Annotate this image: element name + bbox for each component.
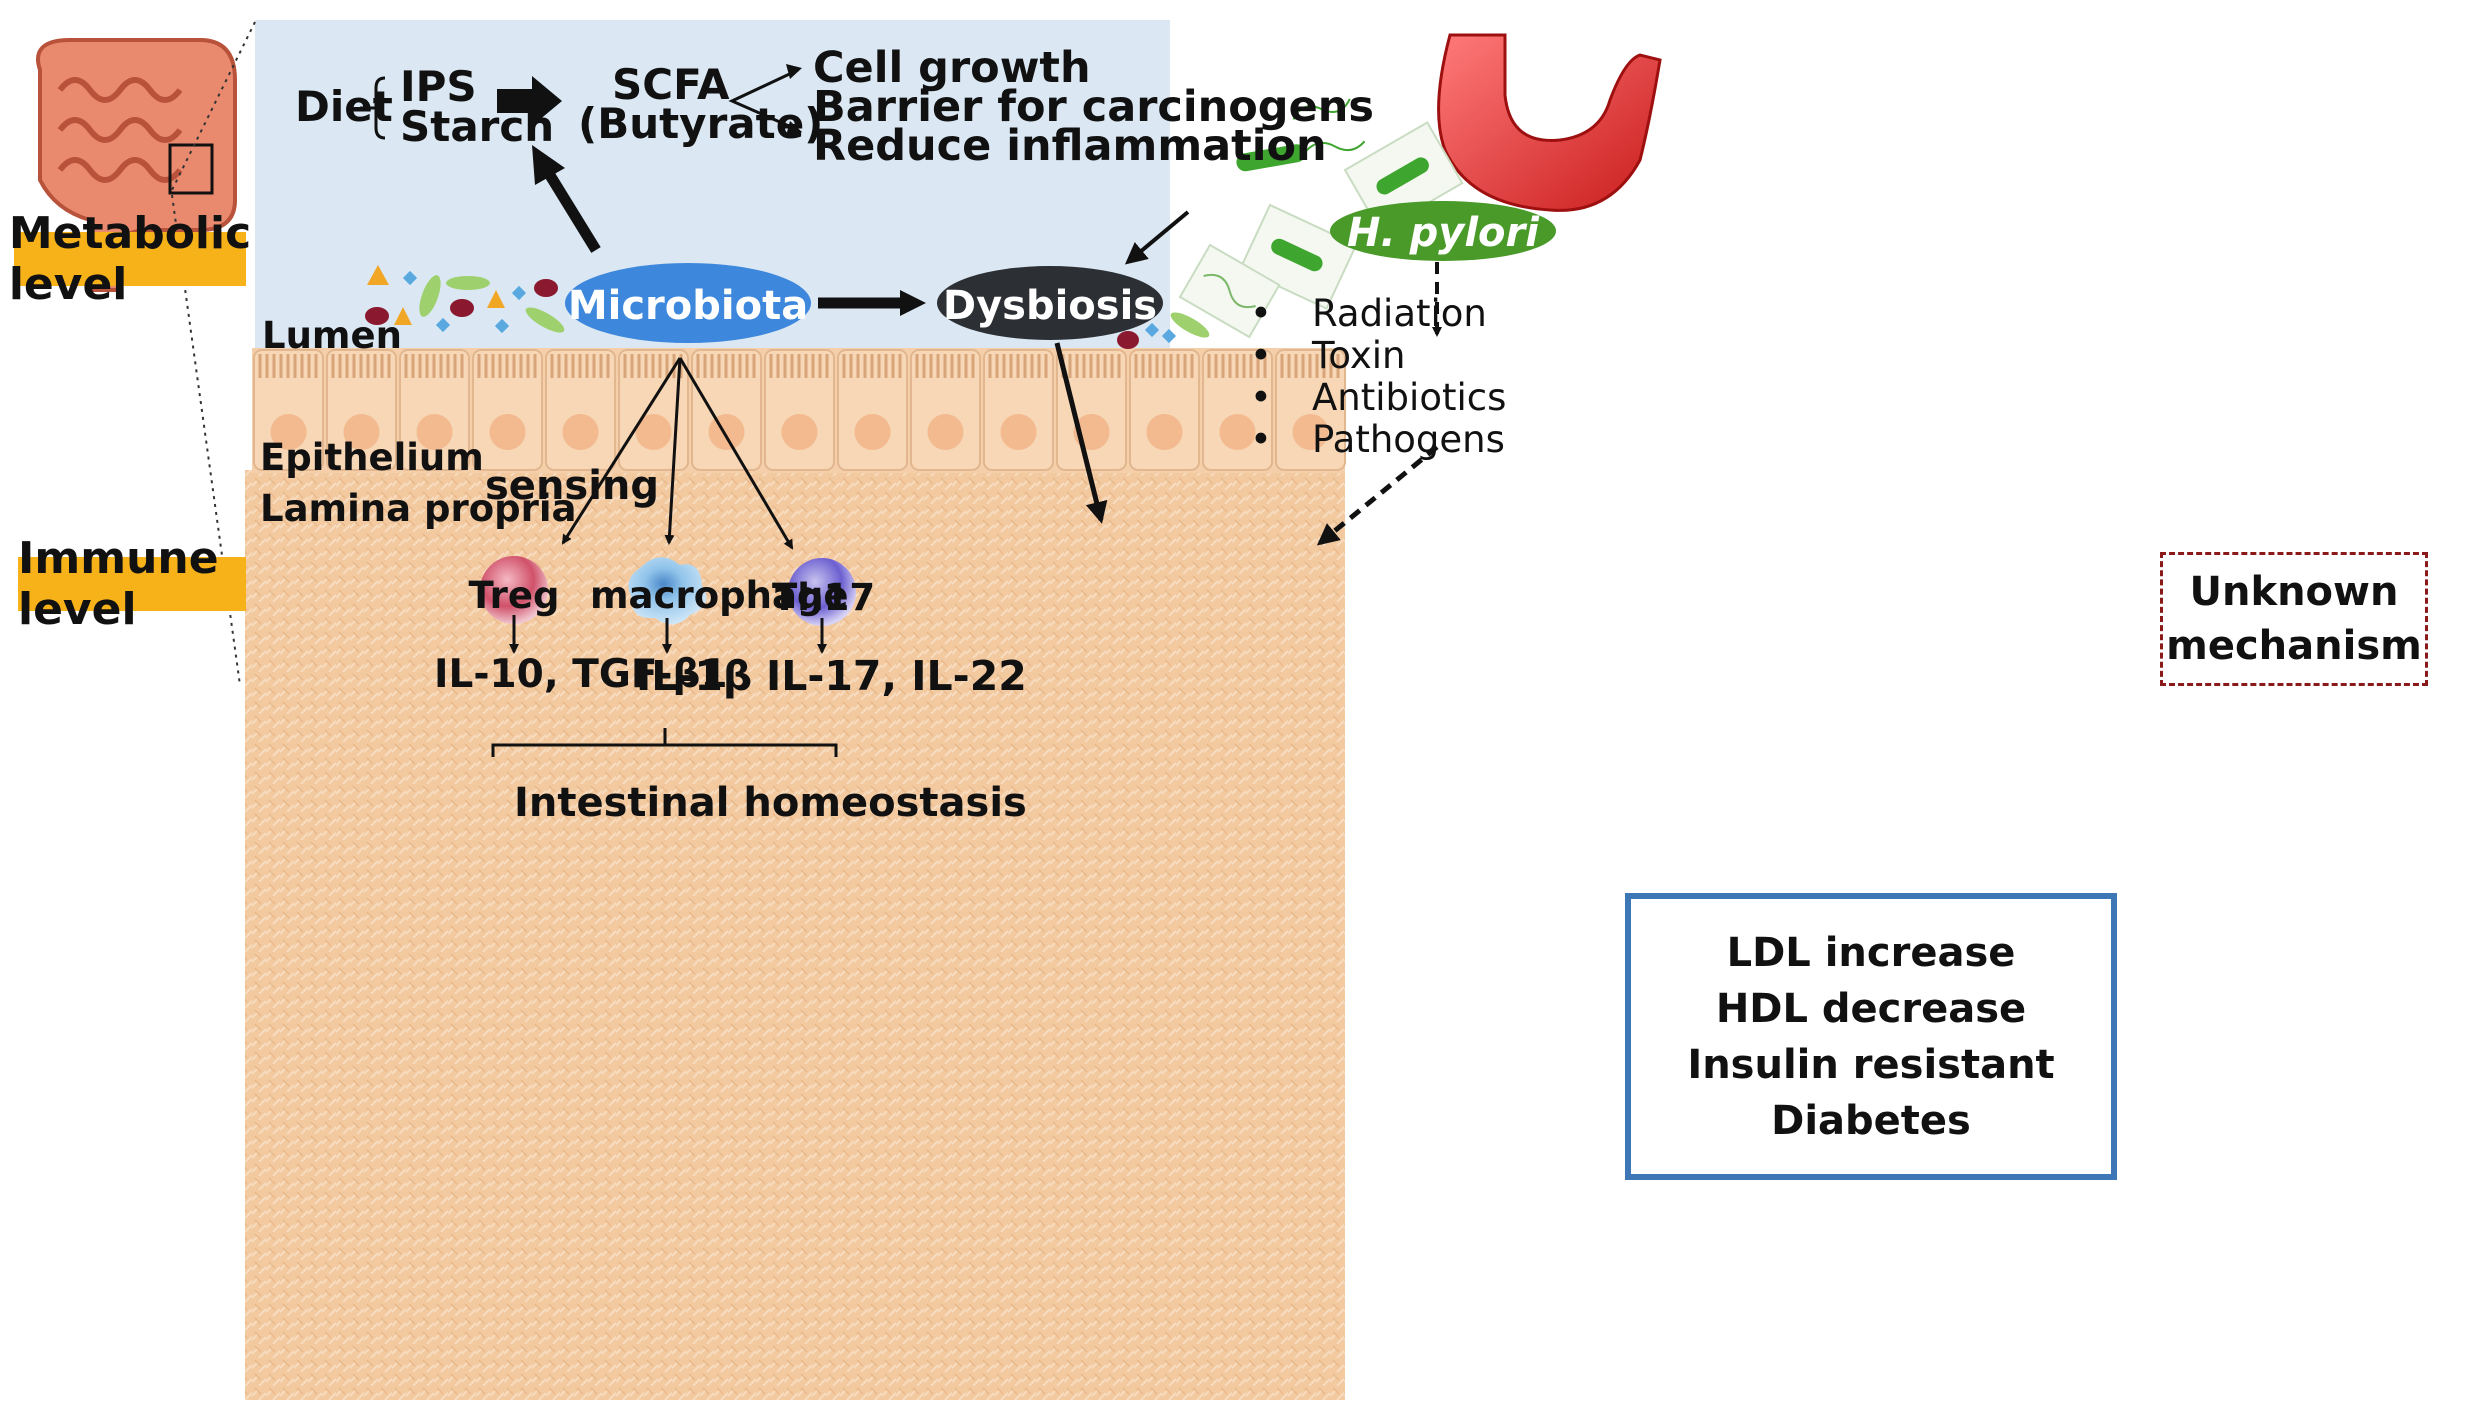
factor-pathogens: Pathogens <box>1250 419 1506 461</box>
immune-level-label: Immune level <box>18 533 246 635</box>
macrophage-output: IL-1β <box>636 652 753 700</box>
dysbiosis-factors-list: Radiation Toxin Antibiotics Pathogens <box>1250 293 1506 461</box>
microvilli <box>842 354 902 378</box>
outcome-insulin: Insulin resistant <box>1687 1041 2055 1088</box>
microbe-particles <box>365 265 1210 349</box>
factor-radiation: Radiation <box>1250 293 1506 335</box>
epithelial-cell <box>691 349 762 471</box>
microvilli <box>258 354 318 378</box>
epithelial-cell <box>399 349 470 471</box>
cell-nucleus <box>489 414 526 450</box>
unknown-mechanism-box: Unknown mechanism <box>2160 552 2428 686</box>
th17-output: IL-17, IL-22 <box>766 652 1027 700</box>
cell-nucleus <box>1000 414 1037 450</box>
dysbiosis-to-result-arrow <box>1054 342 1108 524</box>
epithelial-cell <box>545 349 616 471</box>
microvilli <box>550 354 610 378</box>
microvilli <box>696 354 756 378</box>
h-pylori-label: H. pylori <box>1347 210 1539 256</box>
factor-antibiotics: Antibiotics <box>1250 377 1506 419</box>
homeostasis-label: Intestinal homeostasis <box>514 780 1027 826</box>
epithelial-cell <box>1056 349 1127 471</box>
hpylori-to-dysbiosis-arrow <box>1124 210 1190 265</box>
unknown-line-1: Unknown <box>2189 569 2399 615</box>
cell-nucleus <box>562 414 599 450</box>
dysbiosis-node <box>937 266 1163 340</box>
cell-nucleus <box>1146 414 1183 450</box>
lamina-propria-panel <box>245 470 1345 1400</box>
scfa-effects-connector <box>728 68 799 132</box>
th17-cell <box>788 558 856 626</box>
microvilli <box>988 354 1048 378</box>
metabolic-level-label: Metabolic level <box>8 208 252 310</box>
microvilli <box>331 354 391 378</box>
epithelial-cell <box>764 349 835 471</box>
epithelial-cell <box>983 349 1054 471</box>
epithelial-cell <box>618 349 689 471</box>
butyrate-label: (Butyrate) <box>578 99 824 148</box>
microbiota-label: Microbiota <box>567 283 809 329</box>
epithelium-label: Epithelium <box>260 436 484 479</box>
microvilli <box>769 354 829 378</box>
cell-nucleus <box>635 414 672 450</box>
treg-label: Treg <box>468 574 560 617</box>
diet-label: Diet <box>295 82 393 131</box>
th17-label: Th17 <box>772 576 876 619</box>
microvilli <box>1134 354 1194 378</box>
microbiota-to-scfa-arrow <box>543 169 601 253</box>
sensing-label: sensing <box>485 463 660 509</box>
factor-toxin: Toxin <box>1250 335 1506 377</box>
sensing-arrow-macrophage <box>664 357 682 545</box>
effect-reduce-inflammation: Reduce inflammation <box>813 121 1327 171</box>
epithelial-cell <box>910 349 981 471</box>
microvilli <box>1061 354 1121 378</box>
macrophage-label: macrophage <box>590 574 849 617</box>
outcome-diabetes: Diabetes <box>1771 1097 1971 1144</box>
diet-item-ips: IPS <box>400 62 477 111</box>
treg-output: IL-10, TGF-β1 <box>434 652 728 697</box>
diet-bracket <box>360 76 386 140</box>
epithelial-cell <box>1129 349 1200 471</box>
sensing-arrow-treg <box>561 357 682 545</box>
diet-item-starch: Starch <box>400 102 555 151</box>
homeostasis-bracket <box>491 728 838 757</box>
h-pylori-node <box>1330 201 1556 261</box>
outcome-ldl: LDL increase <box>1726 929 2016 976</box>
metabolic-outcomes-box: LDL increase HDL decrease Insulin resist… <box>1625 893 2117 1180</box>
unknown-line-2: mechanism <box>2166 623 2422 669</box>
cell-nucleus <box>854 414 891 450</box>
epithelial-cell <box>253 349 324 471</box>
microvilli <box>404 354 464 378</box>
microbiota-node <box>565 263 811 343</box>
cell-nucleus <box>343 414 380 450</box>
epithelial-cell <box>326 349 397 471</box>
epithelial-cell <box>837 349 908 471</box>
effect-barrier: Barrier for carcinogens <box>813 82 1374 132</box>
unknown-to-result-arrow <box>1316 445 1439 546</box>
epithelial-cell <box>472 349 543 471</box>
dysbiosis-label: Dysbiosis <box>942 283 1158 329</box>
microvilli <box>623 354 683 378</box>
outcome-hdl: HDL decrease <box>1715 985 2027 1032</box>
diet-to-scfa-arrow <box>497 76 562 126</box>
cell-nucleus <box>708 414 745 450</box>
cell-nucleus <box>927 414 964 450</box>
scfa-label: SCFA <box>612 60 730 109</box>
macrophage-cell <box>628 557 707 625</box>
cell-nucleus <box>416 414 453 450</box>
cell-nucleus <box>270 414 307 450</box>
cell-nucleus <box>781 414 818 450</box>
cell-nucleus <box>1219 414 1256 450</box>
lamina-propria-label: Lamina propria <box>260 487 577 530</box>
lumen-label: Lumen <box>262 314 402 357</box>
treg-cell <box>480 556 548 624</box>
microvilli <box>477 354 537 378</box>
zoom-box <box>168 143 214 195</box>
microvilli <box>915 354 975 378</box>
stomach-illustration <box>1437 33 1662 212</box>
effect-cell-growth: Cell growth <box>813 43 1091 93</box>
sensing-arrow-th17 <box>678 357 794 550</box>
